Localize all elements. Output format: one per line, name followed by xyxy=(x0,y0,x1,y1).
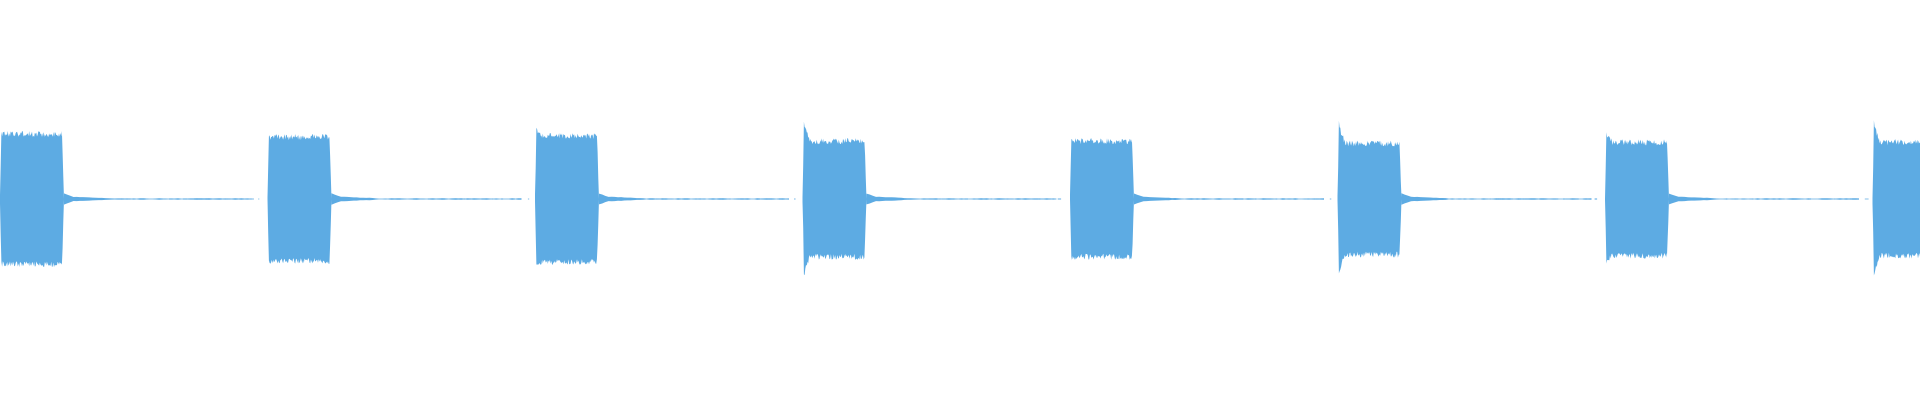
waveform-noise xyxy=(1726,198,1869,200)
waveform-burst xyxy=(1605,132,1669,264)
waveform-burst xyxy=(0,131,64,268)
waveform-tail xyxy=(64,193,254,205)
waveform-noise xyxy=(1458,198,1598,200)
waveform-burst xyxy=(1337,120,1402,274)
waveform-noise xyxy=(656,198,796,200)
waveform-burst xyxy=(267,134,332,264)
waveform-tail xyxy=(1134,193,1324,205)
waveform-tail xyxy=(599,193,789,205)
waveform-tail xyxy=(866,193,1057,205)
waveform-tail xyxy=(331,193,522,205)
waveform-noise xyxy=(1191,198,1332,200)
waveform-tail xyxy=(1401,193,1592,205)
waveform-burst xyxy=(1872,120,1920,276)
waveform-burst xyxy=(535,127,599,265)
waveform-noise xyxy=(121,198,260,200)
waveform-burst xyxy=(1070,138,1134,261)
waveform-noise xyxy=(388,198,530,200)
waveform-noise xyxy=(923,198,1062,200)
waveform-tail xyxy=(1669,193,1859,205)
waveform-burst xyxy=(802,121,867,276)
